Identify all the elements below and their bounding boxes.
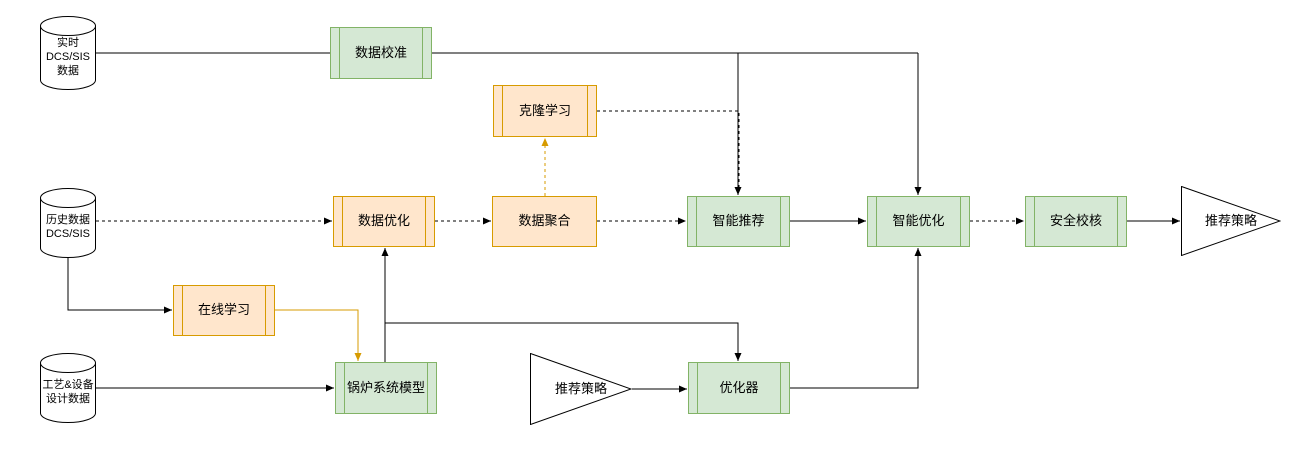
process-safety-check: 安全校核 [1025,196,1127,247]
process-label: 数据校准 [354,44,407,60]
process-optimizer: 优化器 [688,362,790,414]
process-boiler-system-model: 锅炉系统模型 [335,362,437,414]
process-label: 数据优化 [357,213,410,229]
process-label: 锅炉系统模型 [346,379,425,395]
output-strategy-right: 推荐策略 [1181,186,1281,256]
datastore-label: 历史数据 DCS/SIS [45,214,90,240]
edge-online-learning-to-boiler-model [275,309,362,361]
datastore-process-equipment-design: 工艺&设备 设计数据 [40,353,96,423]
process-data-calibration: 数据校准 [330,27,432,79]
triangle-shape [530,353,632,425]
process-label: 智能推荐 [712,213,765,229]
edge-boiler-model-to-optimizer [385,322,742,361]
triangle-shape [1181,186,1281,256]
process-label: 智能优化 [892,213,945,229]
datastore-label: 工艺&设备 设计数据 [42,379,94,405]
process-clone-learning: 克隆学习 [493,85,597,137]
datastore-history-dcs-sis: 历史数据 DCS/SIS [40,188,96,258]
process-online-learning: 在线学习 [173,285,275,336]
edge-history-to-online-learning [67,258,172,314]
process-smart-recommendation: 智能推荐 [687,196,790,247]
input-strategy-bottom: 推荐策略 [530,353,632,425]
process-label: 安全校核 [1049,213,1102,229]
edge-clone-learning-to-smart-recommendation [597,110,740,191]
cylinder-shape [40,188,96,258]
datastore-label: 实时 DCS/SIS 数据 [45,37,90,77]
process-label: 优化器 [719,379,759,395]
cylinder-shape [40,16,96,90]
process-label: 数据聚合 [518,213,571,229]
edge-optimizer-to-smart-optimization [790,248,922,389]
process-label: 克隆学习 [518,102,571,118]
process-data-optimization: 数据优化 [333,196,435,247]
triangle-label: 推荐策略 [554,380,607,396]
process-smart-optimization: 智能优化 [867,196,970,247]
box-data-aggregation: 数据聚合 [492,196,597,247]
cylinder-shape [40,353,96,423]
triangle-label: 推荐策略 [1204,212,1257,228]
datastore-realtime-dcs-sis: 实时 DCS/SIS 数据 [40,16,96,90]
process-label: 在线学习 [197,302,250,318]
